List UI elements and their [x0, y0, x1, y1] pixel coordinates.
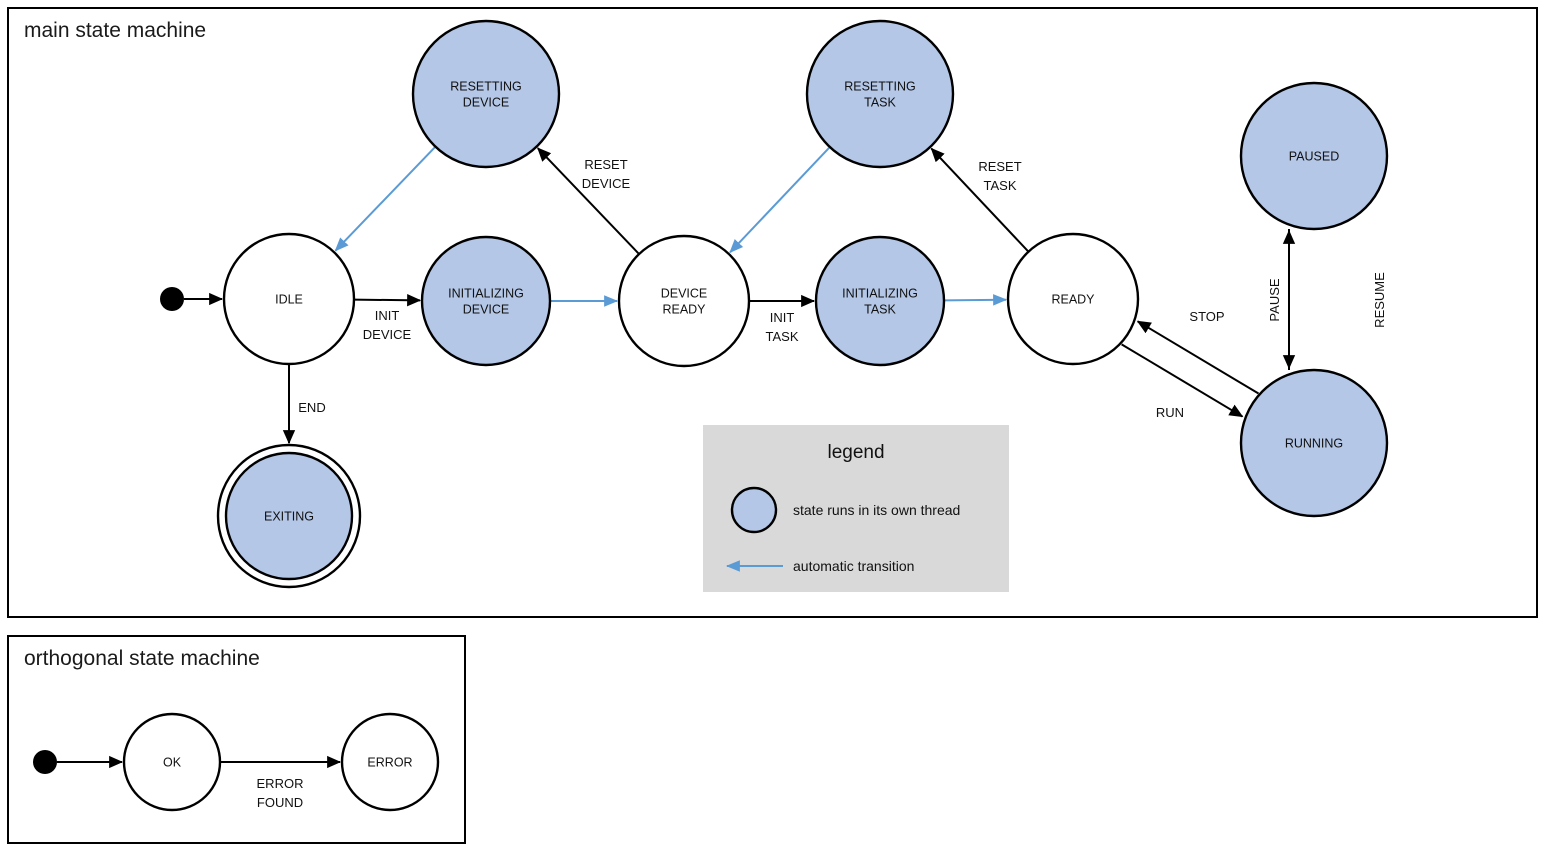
state-circle — [411, 19, 561, 169]
transition-ready-to-running[interactable] — [1121, 343, 1244, 418]
state-node-running[interactable]: RUNNING — [1239, 368, 1389, 518]
state-circle — [122, 712, 222, 812]
transition-resetting-device-to-idle[interactable] — [334, 145, 437, 252]
transition-running-to-ready[interactable] — [1136, 320, 1260, 395]
transition-label-label-stop: STOP — [1189, 309, 1224, 324]
legend: legend state runs in its own thread auto… — [703, 425, 1009, 592]
main-transitions-layer — [184, 145, 1296, 445]
transition-initializing-task-to-ready[interactable] — [943, 294, 1008, 306]
state-circle — [1006, 232, 1140, 366]
state-circle — [1239, 368, 1389, 518]
state-label-error: ERROR — [367, 756, 412, 770]
state-node-ready[interactable]: READY — [1006, 232, 1140, 366]
state-label-paused: PAUSED — [1289, 150, 1339, 164]
main-start-node — [160, 287, 184, 311]
transition-device-ready-to-resetting-device[interactable] — [537, 147, 640, 255]
legend-automatic-transition-label: automatic transition — [793, 558, 914, 574]
transition-label-label-run: RUN — [1156, 405, 1184, 420]
transition-idle-to-initializing-device[interactable] — [353, 294, 422, 307]
transition-label-label-pause: PAUSE — [1267, 278, 1282, 321]
transition-label-label-end: END — [298, 400, 325, 415]
initial-state-icon — [33, 750, 57, 774]
state-circle — [805, 19, 955, 169]
legend-title: legend — [827, 442, 884, 463]
orthogonal-frame-title: orthogonal state machine — [24, 647, 260, 670]
state-circle — [814, 235, 946, 367]
state-label-idle: IDLE — [275, 293, 303, 307]
state-circle — [1239, 81, 1389, 231]
main-frame-title: main state machine — [24, 19, 206, 42]
state-label-exiting: EXITING — [264, 510, 314, 524]
state-label-ok: OK — [163, 756, 182, 770]
state-circle — [224, 451, 354, 581]
state-node-error[interactable]: ERROR — [340, 712, 440, 812]
state-node-ok[interactable]: OK — [122, 712, 222, 812]
orthogonal-states-layer: OK ERROR — [33, 712, 440, 812]
state-label-running: RUNNING — [1285, 437, 1343, 451]
transition-ready-to-resetting-task[interactable] — [930, 147, 1030, 253]
legend-thread-swatch-icon — [730, 486, 778, 534]
state-node-paused[interactable]: PAUSED — [1239, 81, 1389, 231]
initial-state-icon — [160, 287, 184, 311]
transition-label-label-resume: RESUME — [1372, 272, 1387, 328]
transition-resetting-task-to-device-ready[interactable] — [729, 146, 831, 254]
orthogonal-start-node — [33, 750, 57, 774]
state-label-ready: READY — [1051, 293, 1095, 307]
state-node-exiting[interactable]: EXITING — [216, 443, 362, 589]
state-circle — [340, 712, 440, 812]
state-circle — [420, 235, 552, 367]
legend-thread-label: state runs in its own thread — [793, 502, 960, 518]
state-node-idle[interactable]: IDLE — [222, 232, 356, 366]
state-circle — [222, 232, 356, 366]
state-circle — [617, 234, 751, 368]
final-state-outer-ring — [216, 443, 362, 589]
